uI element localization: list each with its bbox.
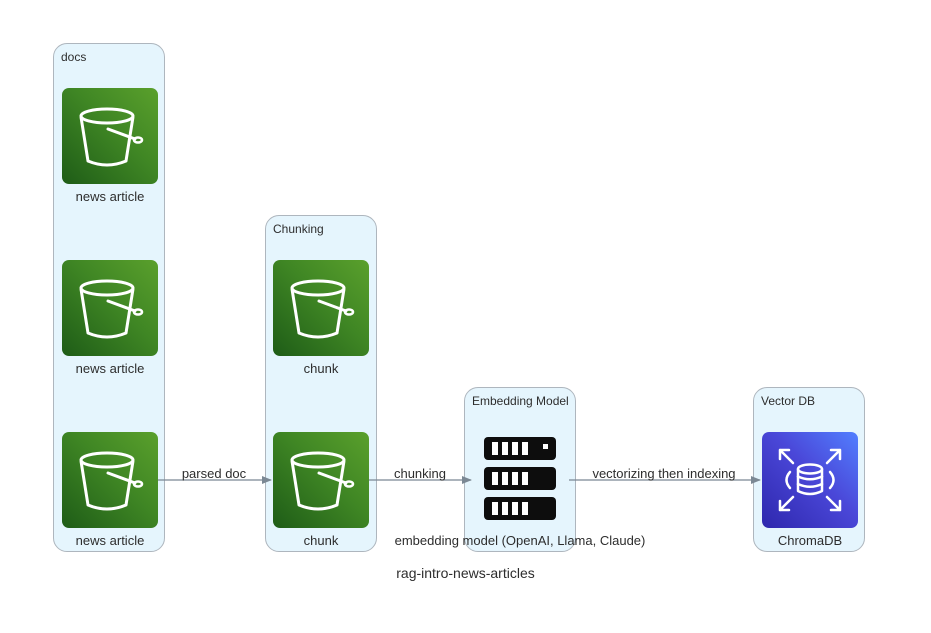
node-label-chromadb: ChromaDB <box>777 533 843 548</box>
node-chromadb[interactable] <box>762 432 858 528</box>
node-label-chunk-2: chunk <box>303 533 339 548</box>
node-label-news-article-2: news article <box>75 361 145 376</box>
edge-label-parsed-doc: parsed doc <box>181 466 247 481</box>
cluster-docs-label: docs <box>61 50 87 64</box>
node-news-article-2[interactable] <box>62 260 158 356</box>
database-icon <box>778 448 842 512</box>
cluster-embedding-model-label: Embedding Model <box>472 394 569 408</box>
cluster-vector-db-label: Vector DB <box>761 394 816 408</box>
server-rack-icon[interactable] <box>483 436 557 522</box>
node-chunk-2[interactable] <box>273 432 369 528</box>
s3-bucket-icon <box>79 279 144 339</box>
node-label-embedding-model: embedding model (OpenAI, Llama, Claude) <box>394 533 646 548</box>
server-unit-1 <box>484 437 556 460</box>
graph-title: rag-intro-news-articles <box>396 565 535 581</box>
server-unit-3 <box>484 497 556 520</box>
node-news-article-1[interactable] <box>62 88 158 184</box>
edge-label-vectorizing: vectorizing then indexing <box>592 466 736 481</box>
s3-bucket-icon <box>79 451 144 511</box>
node-chunk-1[interactable] <box>273 260 369 356</box>
node-news-article-3[interactable] <box>62 432 158 528</box>
node-label-news-article-3: news article <box>75 533 145 548</box>
s3-bucket-icon <box>290 279 355 339</box>
edge-label-chunking: chunking <box>393 466 447 481</box>
server-unit-2 <box>484 467 556 490</box>
node-label-chunk-1: chunk <box>303 361 339 376</box>
cluster-chunking-label: Chunking <box>273 222 324 236</box>
node-label-news-article-1: news article <box>75 189 145 204</box>
s3-bucket-icon <box>290 451 355 511</box>
s3-bucket-icon <box>79 107 144 167</box>
